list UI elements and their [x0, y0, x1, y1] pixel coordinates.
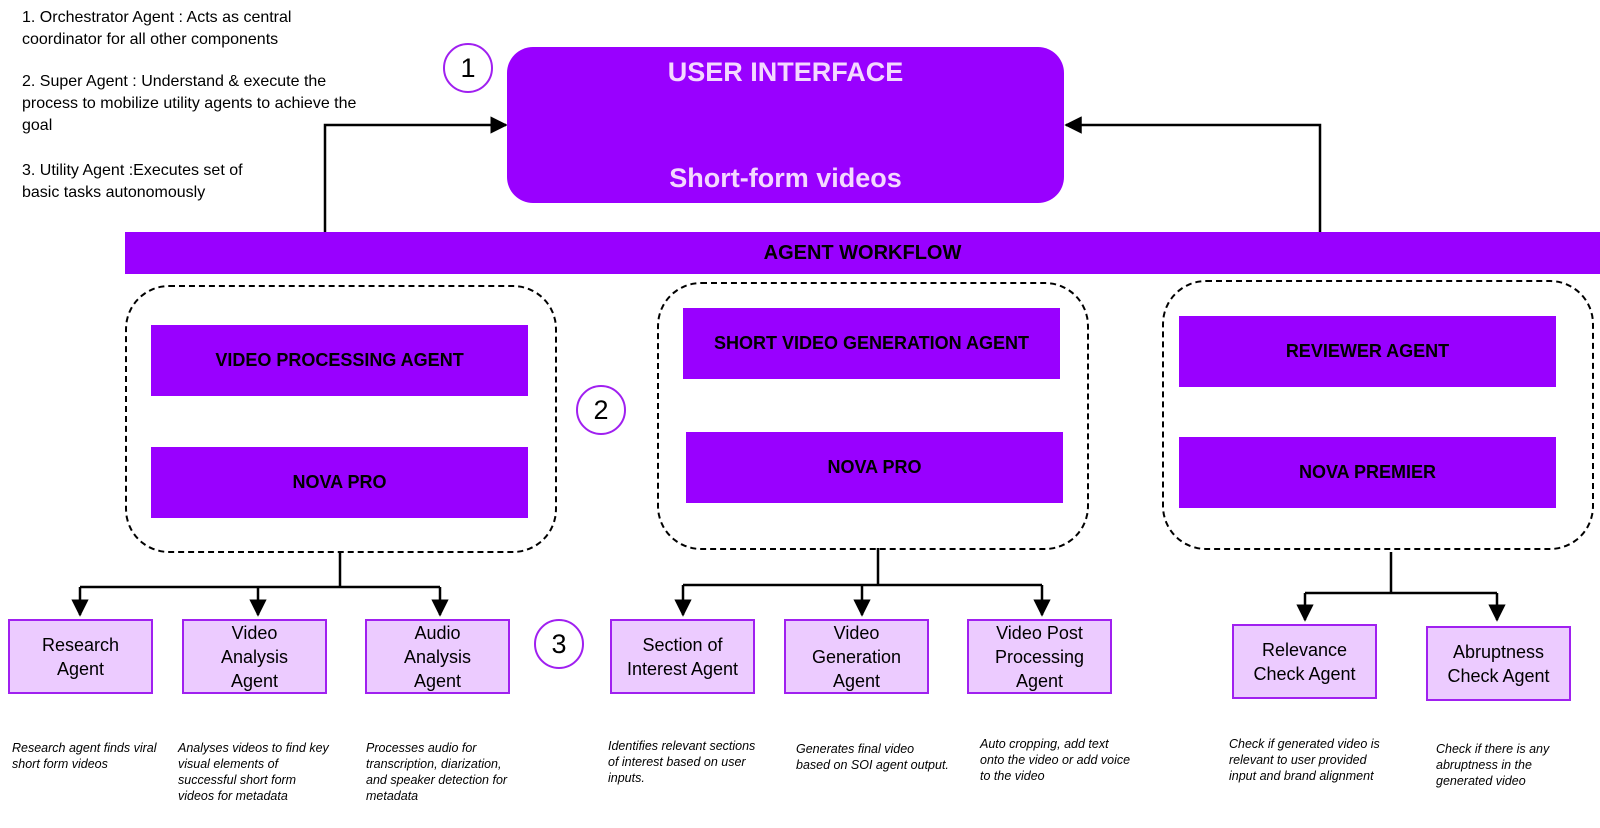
legend-super-line1: 2. Super Agent : Understand & execute th…	[22, 73, 327, 90]
legend-super-line2: process to mobilize utility agents to ac…	[22, 95, 357, 112]
legend-utility-line1: 3. Utility Agent :Executes set of	[22, 162, 243, 179]
connector-group2	[683, 548, 1042, 587]
connector-group3	[1305, 552, 1497, 595]
legend-super-line3: goal	[22, 117, 53, 134]
group-video-processing	[125, 285, 557, 553]
model-nova-pro-2: NOVA PRO	[686, 432, 1063, 503]
user-interface-title: USER INTERFACE	[667, 57, 904, 87]
group-reviewer	[1162, 280, 1594, 550]
super-agent-video-processing: VIDEO PROCESSING AGENT	[151, 325, 528, 396]
agent-workflow-bar: AGENT WORKFLOW	[125, 232, 1600, 274]
legend-orchestrator-line1: 1. Orchestrator Agent : Acts as central	[22, 9, 292, 26]
marker-one: 1	[443, 43, 493, 93]
super-agent-reviewer: REVIEWER AGENT	[1179, 316, 1556, 387]
user-interface-box: USER INTERFACE Short-form videos	[507, 47, 1064, 203]
legend-orchestrator-line2: coordinator for all other components	[22, 31, 279, 48]
model-nova-premier: NOVA PREMIER	[1179, 437, 1556, 508]
super-agent-short-video-generation: SHORT VIDEO GENERATION AGENT	[683, 308, 1060, 379]
marker-two: 2	[576, 385, 626, 435]
model-nova-pro-1: NOVA PRO	[151, 447, 528, 518]
legend-utility-line2: basic tasks autonomously	[22, 184, 206, 201]
user-interface-subtitle: Short-form videos	[669, 163, 902, 193]
group-short-video-generation	[657, 282, 1089, 550]
arrow-workflow-to-ui-right	[1064, 116, 1322, 232]
connector-group1	[80, 552, 440, 589]
marker-three: 3	[534, 619, 584, 669]
arrow-workflow-to-ui-left	[323, 116, 508, 232]
